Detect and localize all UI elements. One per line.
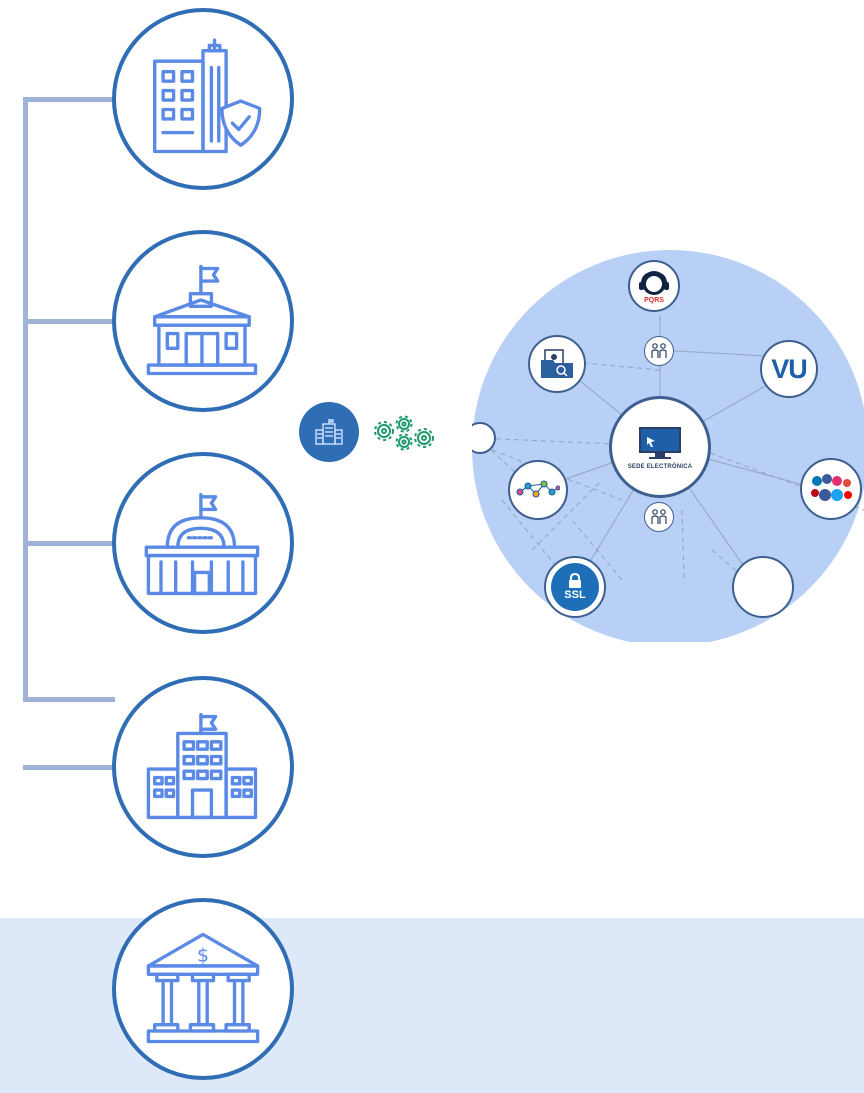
school-building-flag-icon: [146, 712, 258, 820]
pqrs-node[interactable]: PQRS: [628, 260, 680, 312]
network-graph-node[interactable]: [508, 460, 568, 520]
government-building-flag-icon: [146, 264, 258, 376]
vu-node[interactable]: VU: [760, 340, 818, 398]
tree-branch-1: [23, 97, 115, 102]
computer-monitor-icon: [639, 426, 681, 459]
social-media-node[interactable]: [800, 458, 862, 520]
hierarchy-node-office[interactable]: [112, 8, 294, 190]
tree-branch-4: [23, 765, 115, 770]
building-icon: [315, 419, 343, 445]
vu-logo: VU: [771, 353, 808, 384]
hierarchy-node-government[interactable]: [112, 230, 294, 412]
bank-dollar-icon: $: [146, 932, 260, 1044]
people-node-top[interactable]: [644, 336, 674, 366]
tree-branch-3: [23, 541, 115, 546]
domed-capitol-building-icon: [144, 493, 260, 596]
tree-branch-5: [23, 697, 115, 702]
pqrs-label: PQRS: [644, 296, 664, 304]
documents-node[interactable]: [528, 335, 586, 393]
tree-trunk: [23, 97, 28, 702]
ssl-label: SSL: [564, 589, 586, 601]
padlock-ssl-icon: SSL: [551, 563, 599, 611]
ssl-node[interactable]: SSL: [544, 556, 606, 618]
headset-support-icon: [639, 270, 669, 295]
hierarchy-node-school[interactable]: [112, 676, 294, 858]
connected-network-icon: [516, 480, 560, 498]
hierarchy-node-bank[interactable]: $: [112, 898, 294, 1080]
people-node-bottom[interactable]: [644, 502, 674, 532]
svg-text:$: $: [197, 945, 209, 967]
empty-node-bottom[interactable]: [732, 556, 794, 618]
people-icon: [651, 343, 667, 358]
hierarchy-node-capitol[interactable]: [112, 452, 294, 634]
people-icon: [651, 509, 667, 524]
center-label: SEDE ELECTRÓNICA: [627, 463, 693, 470]
tree-branch-2: [23, 319, 115, 324]
network-diagram: SEDE ELECTRÓNICA PQRS VU: [472, 250, 864, 642]
document-folder-search-icon: [541, 349, 573, 378]
hub-node[interactable]: [299, 402, 359, 462]
office-building-shield-icon: [153, 38, 262, 154]
social-media-icon: [811, 474, 852, 501]
center-node-sede-electronica[interactable]: SEDE ELECTRÓNICA: [609, 396, 711, 498]
gears-icon: [374, 415, 434, 451]
